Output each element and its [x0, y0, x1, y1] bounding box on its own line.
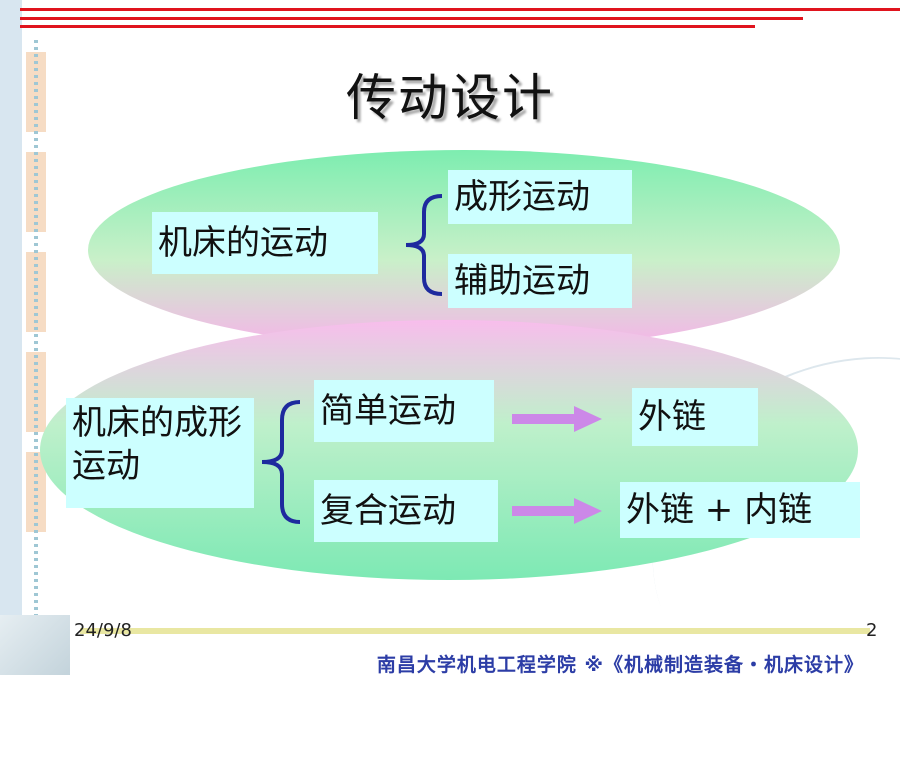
slide-title: 传动设计: [346, 69, 554, 127]
arrow-right-icon: [512, 406, 602, 432]
slide-date: 24/9/8: [74, 620, 132, 641]
top-line: [20, 17, 803, 20]
auxiliary-motion-label: 辅助运动: [448, 254, 632, 308]
simple-motion-label: 简单运动: [314, 380, 494, 442]
machine-motion-label: 机床的运动: [152, 212, 378, 274]
corner-decoration: [0, 615, 70, 675]
external-internal-chain-label: 外链 + 内链: [620, 482, 860, 538]
top-line: [20, 8, 900, 11]
footer-line: [80, 628, 870, 634]
brace-icon: [261, 400, 301, 524]
top-line: [20, 25, 755, 28]
sidebar-dots: [34, 40, 38, 640]
page-number: 2: [866, 620, 878, 641]
brace-icon: [405, 194, 443, 296]
forming-motion-label: 成形运动: [448, 170, 632, 224]
arrow-right-icon: [512, 498, 602, 524]
compound-motion-label: 复合运动: [314, 480, 498, 542]
sidebar-stripe: [0, 0, 22, 675]
footer-caption: 南昌大学机电工程学院 ※《机械制造装备・机床设计》: [376, 654, 864, 676]
forming-motion-block: 机床的成形运动: [66, 398, 254, 508]
external-chain-label: 外链: [632, 388, 758, 446]
